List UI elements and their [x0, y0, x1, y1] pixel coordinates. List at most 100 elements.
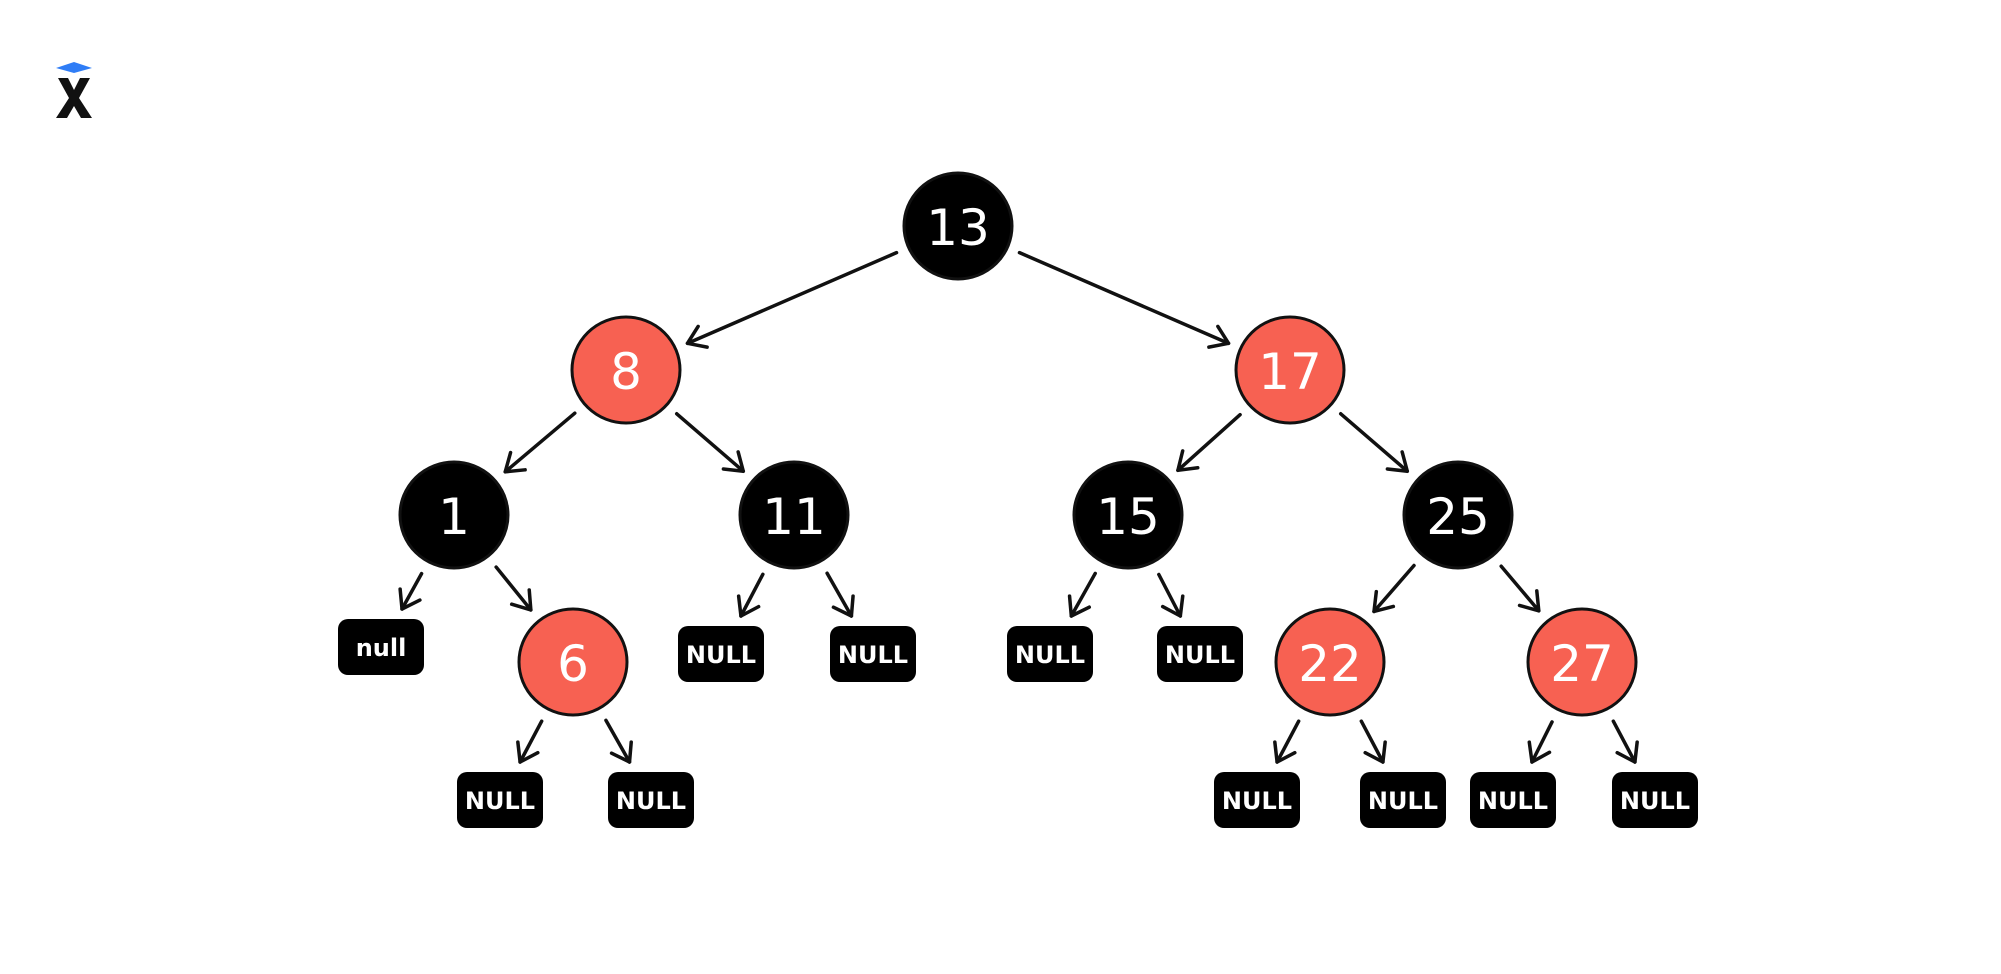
null-leaf-label: NULL: [1478, 787, 1548, 815]
null-leaf-label: NULL: [1368, 787, 1438, 815]
null-leaf-label: null: [356, 634, 407, 662]
edge-n8-n1: [503, 411, 577, 474]
node-label: 27: [1550, 635, 1614, 693]
black-node-circle: [902, 171, 1014, 281]
edges-layer: [398, 250, 1639, 764]
edge-line: [674, 412, 746, 473]
arrowhead: [1176, 449, 1200, 473]
node-label: 13: [926, 199, 990, 257]
null-leaf-label: NULL: [838, 641, 908, 669]
edge-line: [1499, 564, 1541, 613]
null-leaf: NULL: [1157, 626, 1243, 682]
edge-n13-n8: [685, 250, 899, 349]
tree-node-17: 17: [1234, 315, 1346, 425]
edge-n15-null15L: [1067, 571, 1097, 618]
edge-line: [685, 250, 899, 346]
edge-line: [1176, 412, 1242, 473]
edge-line: [518, 719, 544, 764]
null-leaf-box: [1612, 772, 1698, 828]
node-label: 8: [610, 343, 642, 401]
edge-n6-null6L: [516, 719, 544, 764]
arrowhead: [509, 588, 533, 612]
arrowhead: [736, 594, 761, 618]
edge-n6-null6R: [604, 718, 633, 764]
tree-node-15: 15: [1072, 460, 1184, 570]
edge-line: [1338, 412, 1410, 473]
edge-line: [1372, 563, 1416, 614]
null-leaf-label: NULL: [465, 787, 535, 815]
arrowhead: [1067, 594, 1091, 618]
node-label: 11: [762, 488, 826, 546]
null-leaf: NULL: [608, 772, 694, 828]
null-leaf-box: [608, 772, 694, 828]
null-leaf: NULL: [457, 772, 543, 828]
tree-node-13: 13: [902, 171, 1014, 281]
black-node-circle: [738, 460, 850, 570]
null-leaf-label: NULL: [686, 641, 756, 669]
arrowhead: [1527, 740, 1552, 764]
tree-node-27: 27: [1526, 607, 1638, 717]
arrowhead: [1615, 740, 1639, 764]
edge-n22-null22L: [1273, 719, 1301, 764]
edge-n25-n27: [1499, 564, 1541, 613]
black-node-circle: [1402, 460, 1514, 570]
edge-line: [1530, 720, 1554, 764]
null-leaf-label: NULL: [1620, 787, 1690, 815]
tree-node-25: 25: [1402, 460, 1514, 570]
null-leaf-label: NULL: [1222, 787, 1292, 815]
red-node-circle: [1526, 607, 1638, 717]
black-node-circle: [1072, 460, 1184, 570]
null-leaf: NULL: [1470, 772, 1556, 828]
node-label: 22: [1298, 635, 1362, 693]
edge-n11-null11R: [825, 571, 855, 618]
edge-n27-null27L: [1527, 720, 1554, 764]
red-node-circle: [570, 315, 682, 425]
red-node-circle: [1274, 607, 1386, 717]
null-leaf: null: [338, 619, 424, 675]
edge-line: [494, 565, 533, 612]
edge-line: [400, 571, 424, 611]
null-leaf-label: NULL: [616, 787, 686, 815]
null-leaf-box: [338, 619, 424, 675]
arrowhead: [685, 324, 709, 349]
null-leaf: NULL: [1214, 772, 1300, 828]
null-leaf-box: [1214, 772, 1300, 828]
edge-n25-n22: [1372, 563, 1416, 614]
arrowhead: [1273, 740, 1297, 764]
null-leaf-box: [457, 772, 543, 828]
arrowhead: [1385, 450, 1410, 473]
edge-n11-null11L: [736, 572, 765, 618]
null-leaf-label: NULL: [1165, 641, 1235, 669]
arrowhead: [721, 450, 746, 473]
null-leaf-label: NULL: [1015, 641, 1085, 669]
x-logo-icon: [56, 62, 92, 118]
edge-n22-null22R: [1359, 719, 1387, 764]
edge-line: [1069, 571, 1097, 618]
arrowhead: [1207, 324, 1231, 349]
null-leaf-box: [1470, 772, 1556, 828]
node-label: 6: [557, 635, 589, 693]
null-leaf: NULL: [830, 626, 916, 682]
null-leaf-box: [1360, 772, 1446, 828]
null-leaf-box: [1007, 626, 1093, 682]
tree-node-22: 22: [1274, 607, 1386, 717]
edge-n17-n15: [1176, 412, 1242, 473]
null-leaf-box: [1157, 626, 1243, 682]
null-leaf: NULL: [678, 626, 764, 682]
edge-line: [604, 718, 632, 764]
edge-n15-null15R: [1157, 572, 1185, 618]
black-node-circle: [398, 460, 510, 570]
arrowhead: [1160, 594, 1185, 618]
null-leaf: NULL: [1612, 772, 1698, 828]
tree-node-11: 11: [738, 460, 850, 570]
edge-n1-null1L: [398, 571, 424, 611]
edge-line: [1017, 250, 1231, 346]
arrowhead: [609, 740, 633, 764]
null-leaf: NULL: [1007, 626, 1093, 682]
node-label: 1: [438, 488, 470, 546]
edge-n1-n6: [494, 565, 533, 612]
logo-letter-x: [56, 78, 92, 118]
edge-line: [1359, 719, 1385, 764]
arrowhead: [831, 594, 855, 618]
